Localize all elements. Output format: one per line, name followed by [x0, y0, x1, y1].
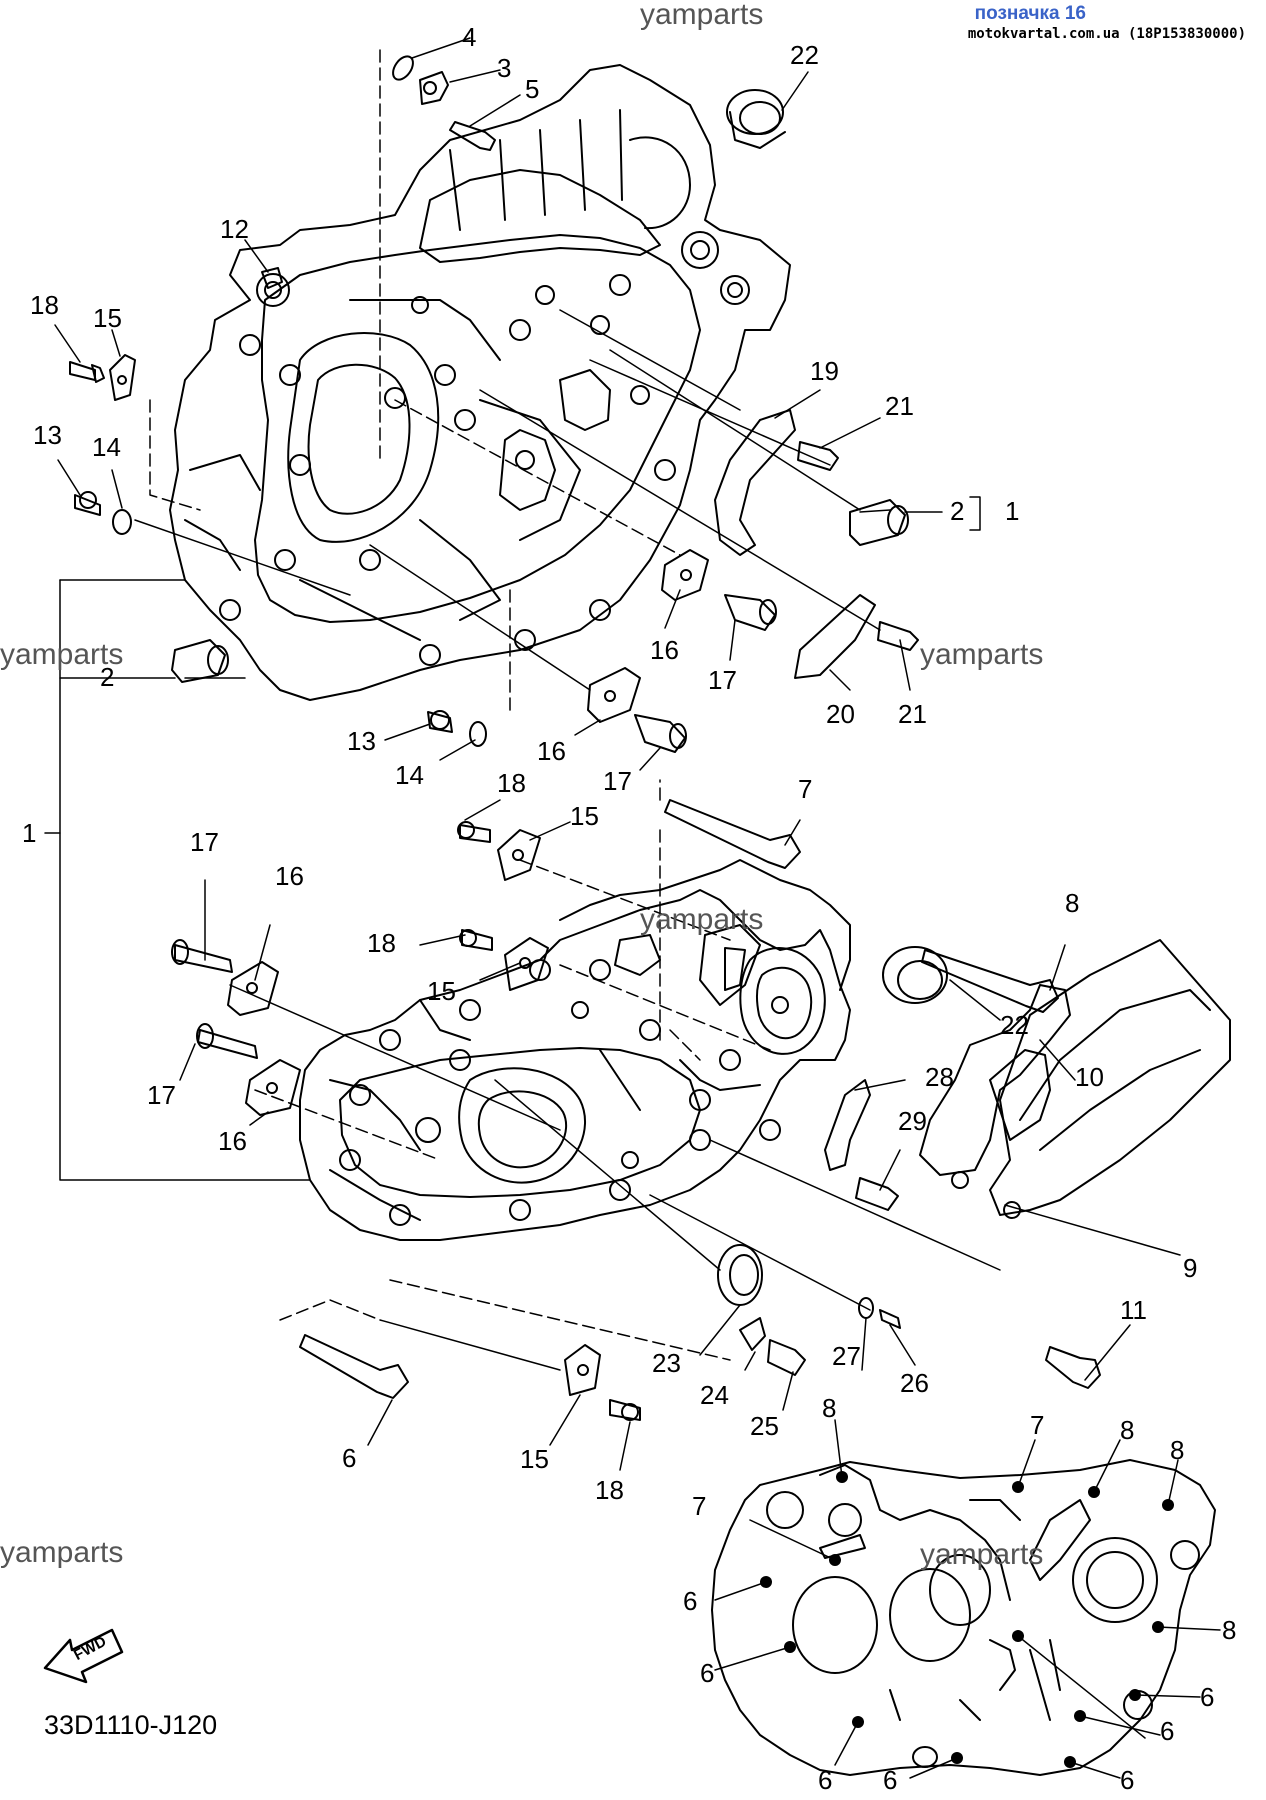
chain-guard-cover — [919, 939, 1231, 1219]
callout-18: 18 — [367, 928, 396, 958]
callout-10: 10 — [1075, 1062, 1104, 1092]
callout-6: 6 — [1160, 1716, 1175, 1746]
callout-5: 5 — [525, 74, 540, 104]
callout-18: 18 — [30, 290, 59, 320]
callout-14: 14 — [92, 432, 121, 462]
callout-6: 6 — [1200, 1682, 1215, 1712]
callout-18: 18 — [497, 768, 526, 798]
bolt-pattern-leaders — [714, 1419, 1221, 1779]
callout-27: 27 — [832, 1341, 861, 1371]
small-parts-upper — [69, 55, 919, 753]
callout-20: 20 — [826, 699, 855, 729]
callout-6: 6 — [883, 1765, 898, 1795]
callout-16: 16 — [650, 635, 679, 665]
callout-17: 17 — [603, 766, 632, 796]
callout-6: 6 — [342, 1443, 357, 1473]
watermark: yamparts — [920, 1538, 1044, 1571]
callout-11: 11 — [1120, 1295, 1147, 1325]
callout-8: 8 — [1065, 888, 1080, 918]
watermark: yamparts — [920, 638, 1044, 671]
callout-8: 8 — [1120, 1415, 1135, 1445]
callout-16: 16 — [218, 1126, 247, 1156]
callout-2: 2 — [100, 662, 115, 692]
callout-22: 22 — [790, 40, 819, 70]
callout-21: 21 — [898, 699, 927, 729]
callout-6: 6 — [700, 1658, 715, 1688]
callout-9: 9 — [1183, 1253, 1198, 1283]
callout-24: 24 — [700, 1380, 729, 1410]
callout-19: 19 — [810, 356, 839, 386]
callout-6: 6 — [818, 1765, 833, 1795]
callout-28: 28 — [925, 1062, 954, 1092]
callout-14: 14 — [395, 760, 424, 790]
callout-4: 4 — [462, 22, 477, 52]
watermark: yamparts — [0, 638, 124, 671]
header-title[interactable]: позначка 16 — [974, 3, 1086, 24]
callout-18: 18 — [595, 1475, 624, 1505]
callout-15: 15 — [520, 1444, 549, 1474]
lower-crankcase-half — [299, 859, 851, 1241]
callout-23: 23 — [652, 1348, 681, 1378]
callout-6: 6 — [1120, 1765, 1135, 1795]
header-site: motokvartal.com.ua (18P153830000) — [967, 26, 1246, 42]
callout-7: 7 — [692, 1491, 707, 1521]
callout-29: 29 — [898, 1106, 927, 1136]
fwd-arrow — [43, 1628, 124, 1684]
callout-1: 1 — [1005, 496, 1020, 526]
callout-12: 12 — [220, 214, 249, 244]
watermark: yamparts — [640, 903, 764, 936]
callout-26: 26 — [900, 1368, 929, 1398]
callout-17: 17 — [147, 1080, 176, 1110]
callout-3: 3 — [497, 53, 512, 83]
callout-1: 1 — [22, 818, 37, 848]
callout-8: 8 — [1222, 1615, 1237, 1645]
watermark: yamparts — [0, 1536, 124, 1569]
callout-21: 21 — [885, 391, 914, 421]
callout-7: 7 — [1030, 1410, 1045, 1440]
callout-13: 13 — [347, 726, 376, 756]
leader-lines — [44, 37, 1181, 1471]
callout-16: 16 — [537, 736, 566, 766]
callout-7: 7 — [798, 774, 813, 804]
callout-17: 17 — [190, 827, 219, 857]
callout-8: 8 — [822, 1393, 837, 1423]
callout-15: 15 — [570, 801, 599, 831]
callout-16: 16 — [275, 861, 304, 891]
upper-crankcase-half — [169, 64, 791, 701]
diagram-code: 33D1110-J120 — [44, 1710, 218, 1740]
callout-17: 17 — [708, 665, 737, 695]
callout-22: 22 — [1000, 1010, 1029, 1040]
small-parts-lower — [171, 799, 1101, 1421]
callout-15: 15 — [427, 976, 456, 1006]
watermark: yamparts — [640, 0, 764, 31]
callout-13: 13 — [33, 420, 62, 450]
callout-8: 8 — [1170, 1435, 1185, 1465]
callout-15: 15 — [93, 303, 122, 333]
callout-25: 25 — [750, 1411, 779, 1441]
callout-6: 6 — [683, 1586, 698, 1616]
callout-2: 2 — [950, 496, 965, 526]
bolt-pattern-inset — [711, 1459, 1216, 1776]
